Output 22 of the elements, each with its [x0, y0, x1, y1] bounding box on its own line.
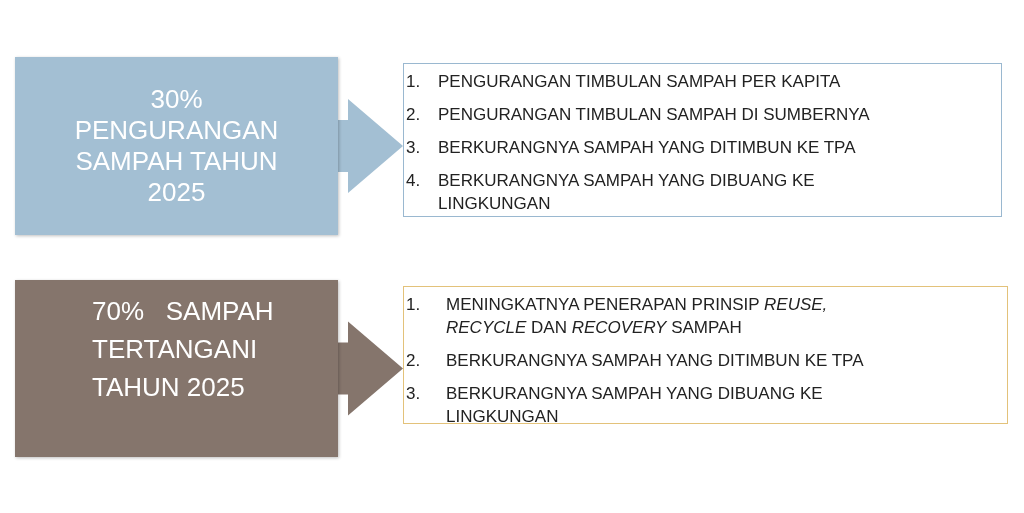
list-item: PENGURANGAN TIMBULAN SAMPAH DI SUMBERNYA: [438, 104, 870, 126]
list-number: 2.: [406, 104, 422, 126]
list-number: 1.: [406, 71, 422, 93]
target-text: 30% PENGURANGAN SAMPAH TAHUN 2025: [73, 84, 280, 208]
list-item: BERKURANGNYA SAMPAH YANG DITIMBUN KE TPA: [446, 350, 864, 372]
list-item: BERKURANGNYA SAMPAH YANG DIBUANG KE LINGKUNGAN: [438, 170, 816, 215]
list-item: PENGURANGAN TIMBULAN SAMPAH PER KAPITA: [438, 71, 841, 93]
list-number: 4.: [406, 170, 422, 192]
list-number: 2.: [406, 350, 422, 372]
block-arrow: [338, 321, 403, 416]
target-text: 70% SAMPAH TERTANGANI TAHUN 2025: [92, 295, 275, 404]
list-number: 3.: [406, 137, 422, 159]
list-box: [403, 63, 1002, 217]
list-item: BERKURANGNYA SAMPAH YANG DITIMBUN KE TPA: [438, 137, 856, 159]
target-box: [15, 57, 338, 235]
block-arrow: [338, 99, 403, 193]
list-box: [403, 286, 1008, 424]
target-box: [15, 280, 338, 457]
list-number: 1.: [406, 294, 422, 316]
list-number: 3.: [406, 383, 422, 405]
list-item: MENINGKATNYA PENERAPAN PRINSIP REUSE, RECYCLE DAN RECOVERY SAMPAH: [446, 294, 829, 339]
list-item: BERKURANGNYA SAMPAH YANG DIBUANG KE LINGKUNGAN: [446, 383, 824, 428]
